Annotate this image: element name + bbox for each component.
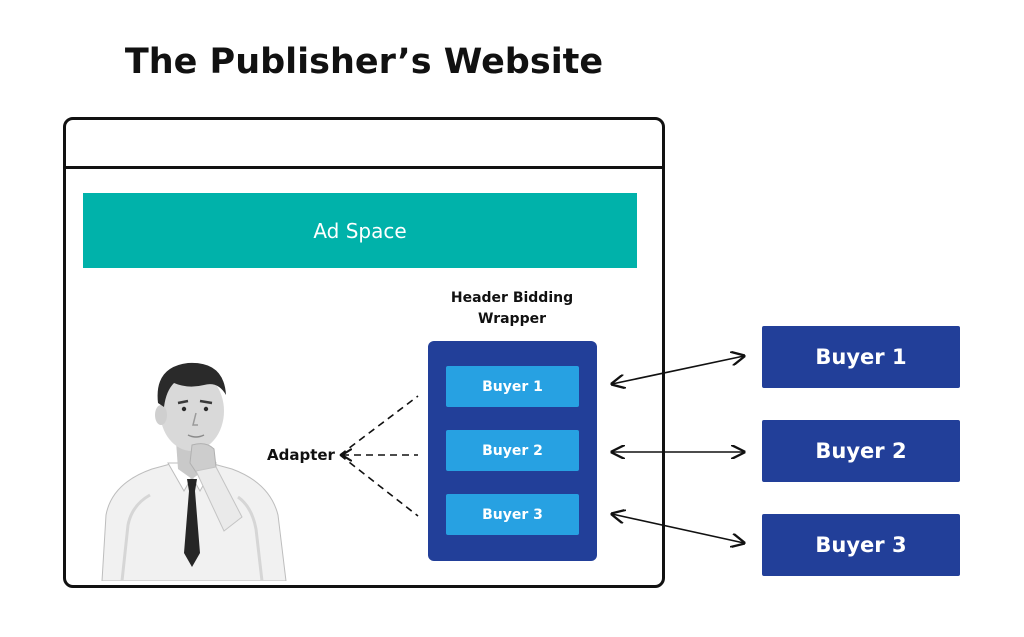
wrapper-buyer-3: Buyer 3 bbox=[446, 494, 579, 535]
bid-arrows bbox=[612, 356, 744, 543]
ad-space: Ad Space bbox=[83, 193, 637, 268]
arrow-buyer-3 bbox=[612, 514, 744, 543]
adapter-label: Adapter bbox=[267, 446, 335, 464]
wrapper-buyer-2: Buyer 2 bbox=[446, 430, 579, 471]
arrow-buyer-1 bbox=[612, 356, 744, 384]
wrapper-label-line-1: Header Bidding bbox=[450, 290, 574, 306]
external-buyer-3: Buyer 3 bbox=[762, 514, 960, 576]
adapter-line-to-buyer-3 bbox=[339, 454, 419, 517]
external-buyer-1: Buyer 1 bbox=[762, 326, 960, 388]
external-buyer-2: Buyer 2 bbox=[762, 420, 960, 482]
adapter-line-to-buyer-1 bbox=[339, 395, 419, 456]
browser-top-bar bbox=[66, 120, 662, 169]
adapter-dashed-lines bbox=[339, 395, 419, 517]
header-bidding-wrapper-label: Header Bidding Wrapper bbox=[432, 288, 592, 330]
diagram-title: The Publisher’s Website bbox=[124, 42, 604, 82]
thinking-person-image bbox=[101, 362, 287, 581]
wrapper-buyer-1: Buyer 1 bbox=[446, 366, 579, 407]
wrapper-label-line-2: Wrapper bbox=[478, 311, 546, 327]
